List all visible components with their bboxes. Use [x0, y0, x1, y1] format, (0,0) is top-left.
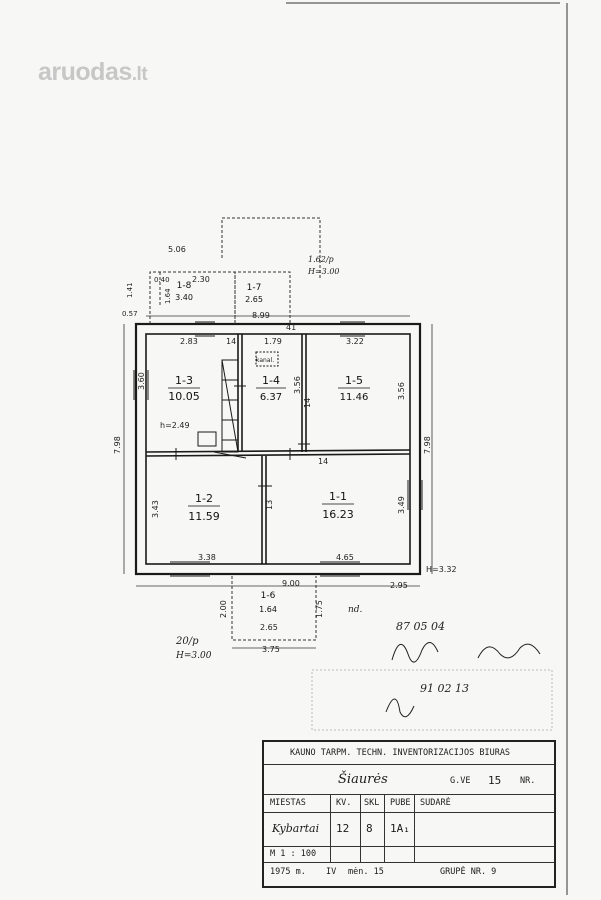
- stamp-year-extra: IV: [326, 867, 337, 877]
- watermark-text: aruodas: [38, 58, 132, 86]
- dim-r4-h: 3.56: [293, 376, 302, 394]
- dim-vest-h2: 1.75: [315, 600, 324, 618]
- room-1-3-area: 10.05: [168, 390, 200, 403]
- room-1-1-id: 1-1: [329, 490, 347, 503]
- room-1-6-id: 1-6: [261, 591, 276, 601]
- stamp-city: Kybartai: [272, 822, 320, 835]
- dim-height: H=3.32: [426, 565, 457, 574]
- annex-outlines: [149, 217, 321, 641]
- porch2-height: H=3.00: [175, 651, 212, 661]
- room-1-8-area: 3.40: [175, 293, 193, 302]
- stamp-group: GRUPĖ NR. 9: [440, 867, 497, 877]
- dim-r1-w: 4.65: [336, 553, 354, 562]
- dim-wall-e: 13: [265, 500, 274, 510]
- dim-top-total: 8.99: [252, 311, 270, 320]
- dim-bottom-total: 9.00: [282, 579, 300, 588]
- porch2-label: 20/p: [175, 636, 199, 647]
- room-1-5-area: 11.46: [340, 392, 369, 403]
- room-1-7-id: 1-7: [247, 283, 262, 293]
- stamp-h-miestas: MIESTAS: [270, 798, 306, 808]
- stamp-gve: 15: [488, 774, 502, 787]
- dim-vest-w: 2.65: [260, 623, 278, 632]
- stamp-gve-label: G.VE: [450, 776, 471, 786]
- stamp-values-row: Kybartai 12 8 1A₁: [264, 812, 554, 847]
- stamp-h-sudare: SUDARĖ: [420, 798, 451, 808]
- stamp-h-pube: PUBE: [390, 798, 411, 808]
- stamp-header-row: MIESTAS KV. SKL PUBE SUDARĖ: [264, 794, 554, 813]
- dim-annex-top: 5.06: [168, 245, 186, 254]
- dim-annex-a: 0.40: [154, 276, 170, 284]
- room-1-8-id: 1-8: [177, 281, 192, 291]
- dim-r2-w: 3.38: [198, 553, 216, 562]
- stamp-kv: 12: [336, 822, 350, 835]
- dim-ceiling: h=2.49: [160, 421, 190, 430]
- stamp-h-skl: SKL: [364, 798, 380, 808]
- porch-height: H=3.00: [307, 267, 340, 276]
- room-1-2-id: 1-2: [195, 492, 213, 505]
- stamp-title: KAUNO TARPM. TECHN. INVENTORIZACIJOS BIU…: [290, 748, 511, 758]
- stove: [197, 351, 279, 459]
- stamp-year: 1975 m.: [270, 867, 306, 877]
- dim-wall-a: 14: [226, 337, 236, 346]
- stamp-street-row: Šiaurės G.VE 15 NR.: [264, 764, 554, 795]
- watermark-logo: aruodas.lt: [38, 58, 148, 87]
- dim-left-total: 7.98: [113, 436, 122, 454]
- dim-wall-d: 14: [318, 457, 328, 466]
- note-nd: nd.: [348, 605, 363, 615]
- exterior-walls: [134, 322, 422, 576]
- stamp-year-row: 1975 m. IV mėn. 15 GRUPĖ NR. 9: [264, 862, 554, 882]
- signatures: [385, 642, 541, 718]
- stamp-nr: NR.: [520, 776, 536, 786]
- label-kanal: kanal.: [256, 357, 274, 364]
- stamp-skl: 8: [366, 822, 373, 835]
- dim-r4-w: 1.79: [264, 337, 282, 346]
- doors: [175, 385, 310, 487]
- room-1-4-id: 1-4: [262, 374, 280, 387]
- windows: [133, 321, 423, 577]
- dim-annex-d: 1.64: [164, 288, 172, 304]
- dim-r5-h: 3.56: [397, 382, 406, 400]
- dim-r2-h: 3.43: [151, 500, 160, 518]
- dimension-lines: [123, 315, 433, 649]
- dim-r5-w: 3.22: [346, 337, 364, 346]
- room-1-7-area: 2.65: [245, 295, 263, 304]
- stamp-scale-row: M 1 : 100: [264, 846, 554, 863]
- room-1-5-id: 1-5: [345, 374, 363, 387]
- note-date-2: 91 02 13: [420, 682, 469, 695]
- dim-vest-h: 2.00: [219, 600, 228, 618]
- room-1-1-area: 16.23: [322, 508, 354, 521]
- stamp-title-row: KAUNO TARPM. TECHN. INVENTORIZACIJOS BIU…: [264, 742, 554, 765]
- stamp-month: mėn. 15: [348, 867, 384, 877]
- note-date-1: 87 05 04: [396, 620, 445, 633]
- stamp-scale: M 1 : 100: [270, 849, 317, 859]
- title-block-stamp: KAUNO TARPM. TECHN. INVENTORIZACIJOS BIU…: [262, 740, 556, 888]
- dim-wall-c: 14: [303, 398, 312, 408]
- room-1-3-id: 1-3: [175, 374, 193, 387]
- dim-annex-c: 0.57: [122, 310, 138, 318]
- dim-r3-h: 3.60: [137, 372, 146, 390]
- dim-wall-b: 41: [286, 323, 296, 332]
- room-1-6-area: 1.64: [259, 605, 277, 614]
- stamp-h-kv: KV.: [336, 798, 352, 808]
- porch-label: 1.62/p: [308, 255, 334, 264]
- dim-side: 2.95: [390, 581, 408, 590]
- dim-right-total: 7.98: [423, 436, 432, 454]
- faded-stamp: [311, 669, 553, 731]
- dim-vest-total: 3.75: [262, 645, 280, 654]
- stamp-street: Šiaurės: [338, 772, 388, 787]
- dim-r3-w: 2.83: [180, 337, 198, 346]
- dim-annex-b: 1.41: [126, 282, 134, 298]
- room-1-2-area: 11.59: [188, 510, 220, 523]
- dim-r1-h: 3.49: [397, 496, 406, 514]
- dim-annex-top2: 2.30: [192, 275, 210, 284]
- room-1-4-area: 6.37: [260, 392, 282, 403]
- stamp-pube: 1A₁: [390, 822, 410, 835]
- interior-walls: [145, 334, 411, 564]
- watermark-tld: .lt: [131, 64, 148, 85]
